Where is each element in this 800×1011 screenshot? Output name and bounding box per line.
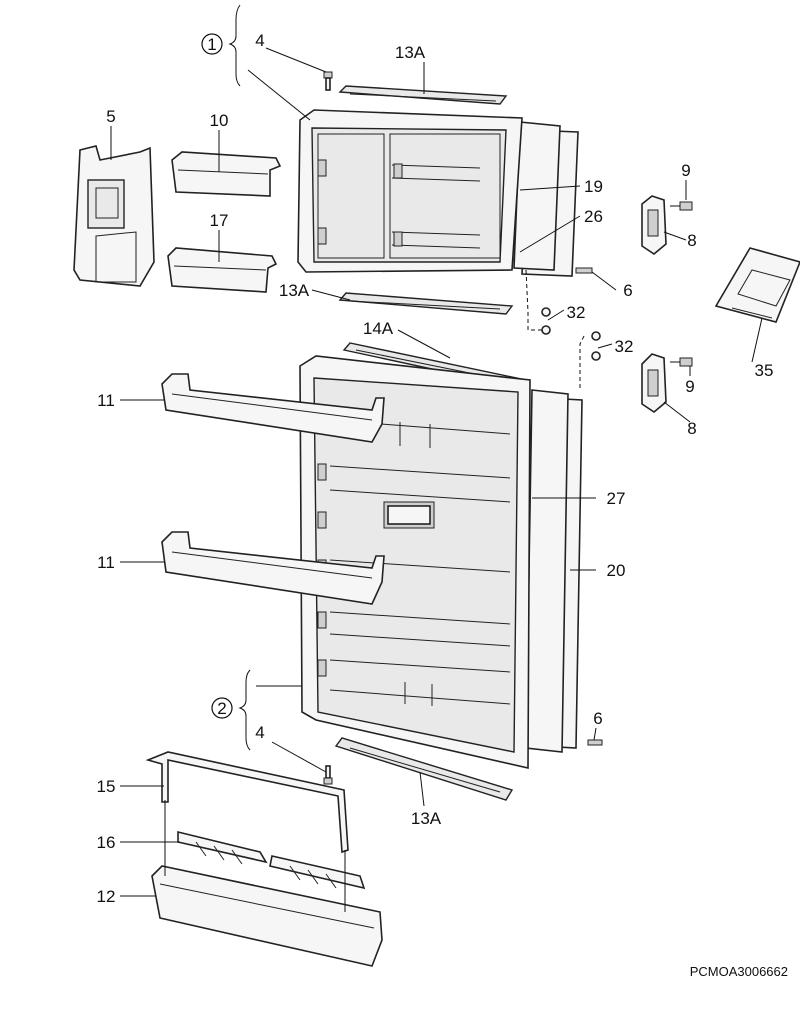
part-16-divider xyxy=(177,830,366,890)
part-13a-mid-label: 13A xyxy=(279,281,310,300)
upper-door-rail xyxy=(391,177,481,182)
brace-1 xyxy=(228,4,241,87)
group-1-label: 1 xyxy=(207,35,216,54)
part-32-screws-bottom xyxy=(591,331,601,361)
part-9-bottom-label: 9 xyxy=(685,377,694,396)
part-32-top-label: 32 xyxy=(567,303,586,322)
part-6-bottom-label: 6 xyxy=(593,709,602,728)
part-15-rail xyxy=(145,751,349,854)
part-32-screws-top xyxy=(541,307,551,335)
trim-strip-13a-mid xyxy=(338,292,514,315)
part-35-label: 35 xyxy=(755,361,774,380)
part-11-lower-label: 11 xyxy=(97,553,115,572)
part-12-bin xyxy=(151,865,383,967)
group-2-label: 2 xyxy=(217,699,226,718)
lower-hinge-tab xyxy=(317,611,327,629)
part-15-label: 15 xyxy=(97,777,116,796)
lower-gasket-27 xyxy=(525,389,569,753)
group-2-circle xyxy=(211,697,233,719)
part-6-pin-bottom xyxy=(587,739,603,746)
part-27-label: 27 xyxy=(607,489,626,508)
part-9-screw-top xyxy=(670,201,693,211)
alignment-dash xyxy=(579,335,585,390)
lower-door-label-inner xyxy=(387,505,431,525)
group-1-circle xyxy=(201,33,223,55)
upper-door-rail xyxy=(391,164,481,169)
part-35-badge xyxy=(714,247,800,323)
part-4-bottom-label: 4 xyxy=(255,723,264,742)
upper-door-right-panel xyxy=(389,133,501,259)
part-4-top-label: 4 xyxy=(255,31,264,50)
part-32-bottom-label: 32 xyxy=(615,337,634,356)
lower-door-band xyxy=(329,489,511,503)
part-11-upper-shelf xyxy=(161,373,385,443)
part-13a-bottom-label: 13A xyxy=(411,809,442,828)
upper-door-inner xyxy=(311,127,507,263)
upper-hinge-tab xyxy=(393,231,403,247)
part-6-top-label: 6 xyxy=(623,281,632,300)
brace-2 xyxy=(238,669,251,751)
lower-hinge-tab xyxy=(317,659,327,677)
upper-hinge-tab xyxy=(317,227,327,245)
part-12-label: 12 xyxy=(97,887,116,906)
lower-hinge-tab xyxy=(317,511,327,529)
lower-door-band xyxy=(329,559,511,573)
lower-door-band xyxy=(329,611,511,625)
part-5-bracket xyxy=(73,145,155,287)
part-13a-top-label: 13A xyxy=(395,43,426,62)
upper-hinge-tab xyxy=(317,159,327,177)
leader-lines xyxy=(110,4,763,897)
part-11-lower-shelf xyxy=(161,531,385,605)
upper-door-left-panel xyxy=(317,133,385,259)
part-8-hinge-top xyxy=(641,195,667,255)
part-16-label: 16 xyxy=(97,833,116,852)
part-8-top-label: 8 xyxy=(687,231,696,250)
part-17-bin xyxy=(167,247,278,293)
part-17-label: 17 xyxy=(210,211,229,230)
part-14a-label: 14A xyxy=(363,319,394,338)
upper-door-assembly xyxy=(297,109,579,277)
part-10-label: 10 xyxy=(210,111,229,130)
upper-door-rail xyxy=(391,244,481,249)
alignment-dash xyxy=(525,269,544,331)
trim-strip-13a-bottom xyxy=(334,737,514,801)
screw-4-bottom xyxy=(323,765,333,785)
lower-door-band xyxy=(329,689,511,705)
lower-hinge-tab xyxy=(317,463,327,481)
lower-door-band xyxy=(329,659,511,673)
part-11-upper-label: 11 xyxy=(97,391,115,410)
upper-door-rail xyxy=(391,231,481,236)
part-26-label: 26 xyxy=(584,207,603,226)
part-10-bin xyxy=(171,151,282,197)
upper-hinge-tab xyxy=(393,163,403,179)
part-6-pin-top xyxy=(575,267,593,274)
trim-strip-detail xyxy=(349,300,501,310)
screw-4-top xyxy=(323,71,333,91)
part-19-label: 19 xyxy=(584,177,603,196)
part-8-bottom-label: 8 xyxy=(687,419,696,438)
part-5-label: 5 xyxy=(106,107,115,126)
reference-code: PCMOA3006662 xyxy=(690,964,788,979)
lower-door-band xyxy=(329,633,511,647)
part-9-screw-bottom xyxy=(670,357,693,367)
part-9-top-label: 9 xyxy=(681,161,690,180)
part-20-label: 20 xyxy=(607,561,626,580)
trim-strip-detail xyxy=(349,93,497,102)
trim-strip-detail xyxy=(349,747,501,793)
lower-door-inner xyxy=(313,377,519,753)
lower-door-band xyxy=(329,465,511,479)
part-8-hinge-bottom xyxy=(641,353,667,413)
lower-door-assembly xyxy=(299,355,583,770)
